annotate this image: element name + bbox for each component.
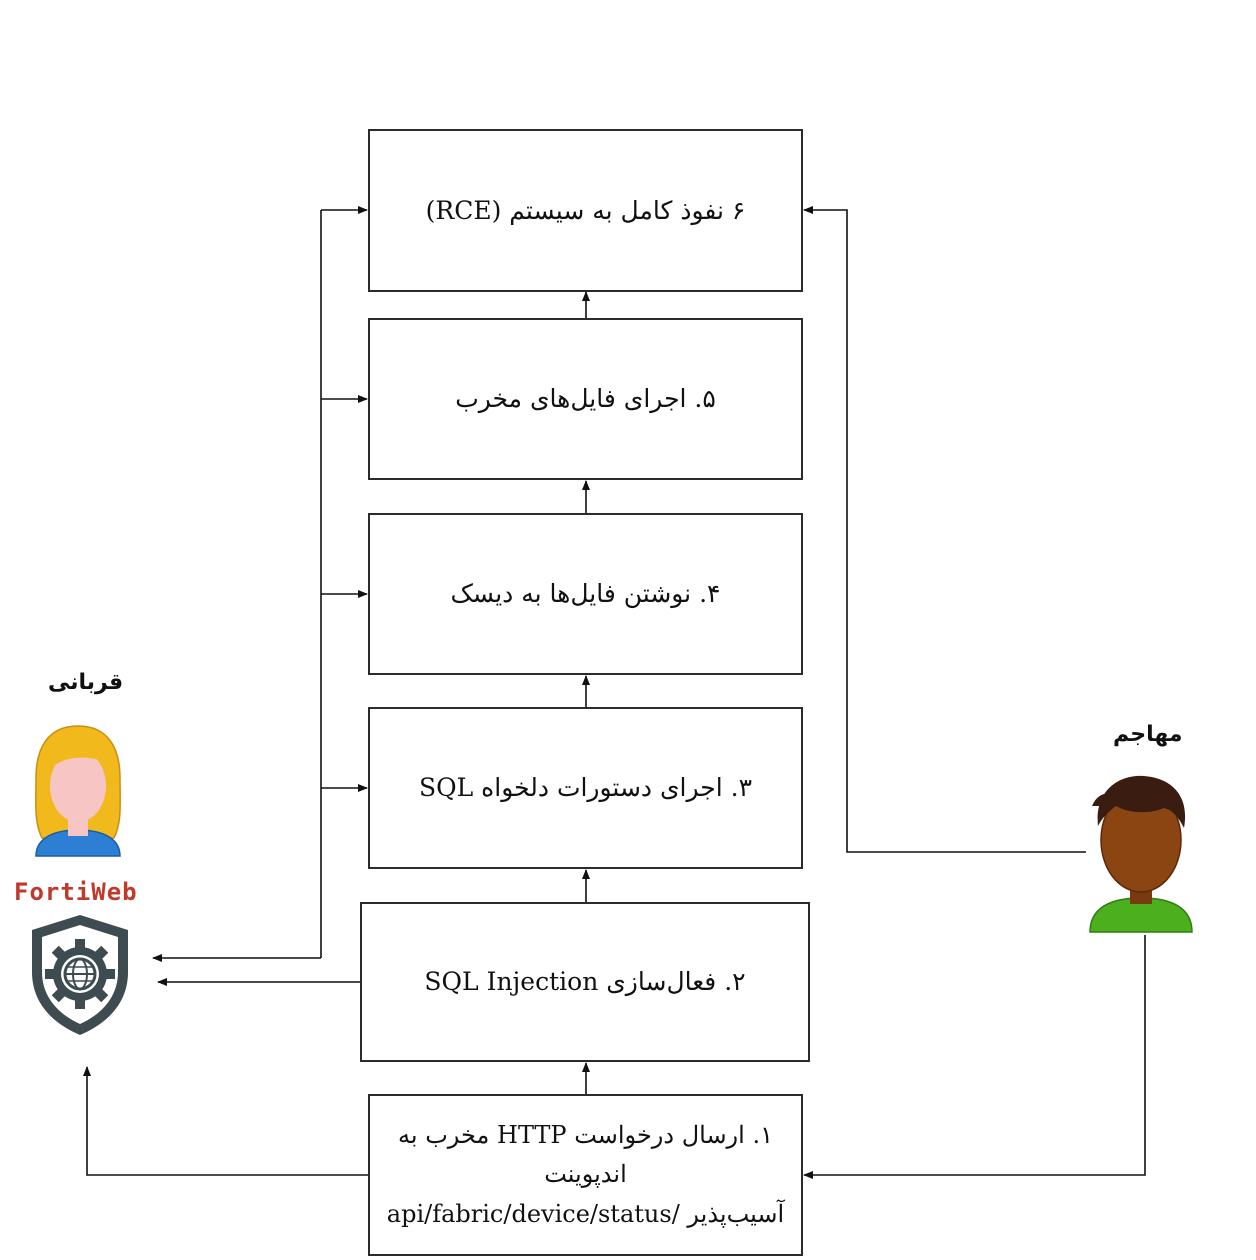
arrow-attacker-to-step6 <box>803 206 1086 853</box>
step-1-text: ۱. ارسال درخواست HTTP مخرب به اندپوینت آ… <box>370 1116 801 1235</box>
attacker-label: مهاجم <box>1113 722 1183 747</box>
step-5-box: ۵. اجرای فایل‌های مخرب <box>368 318 803 480</box>
user-female-icon <box>35 725 121 857</box>
step-1-box: ۱. ارسال درخواست HTTP مخرب به اندپوینت آ… <box>368 1094 803 1256</box>
step-1-label-line2: آسیب‌پذیر /api/fabric/device/status <box>386 1199 785 1228</box>
shield-gear-icon <box>32 915 128 1035</box>
victim-label: قربانی <box>48 670 124 695</box>
step-3-box: ۳. اجرای دستورات دلخواه SQL <box>368 707 803 869</box>
arrow-step1-to-fortiweb <box>83 1066 368 1176</box>
arrow-attacker-to-step1 <box>803 935 1146 1179</box>
fortiweb-label: FortiWeb <box>14 878 138 906</box>
step-6-box: ۶ نفوذ کامل به سیستم (RCE) <box>368 129 803 292</box>
user-male-icon <box>1089 775 1193 933</box>
step-4-label: ۴. نوشتن فایل‌ها به دیسک <box>450 579 721 609</box>
step-5-label: ۵. اجرای فایل‌های مخرب <box>455 384 716 414</box>
step-4-box: ۴. نوشتن فایل‌ها به دیسک <box>368 513 803 675</box>
step-1-label-line1: ۱. ارسال درخواست HTTP مخرب به اندپوینت <box>398 1120 773 1189</box>
step-2-box: ۲. فعال‌سازی SQL Injection <box>360 902 810 1062</box>
step-3-label: ۳. اجرای دستورات دلخواه SQL <box>418 773 753 803</box>
step-6-label: ۶ نفوذ کامل به سیستم (RCE) <box>425 195 746 225</box>
step-2-label: ۲. فعال‌سازی SQL Injection <box>424 967 746 997</box>
